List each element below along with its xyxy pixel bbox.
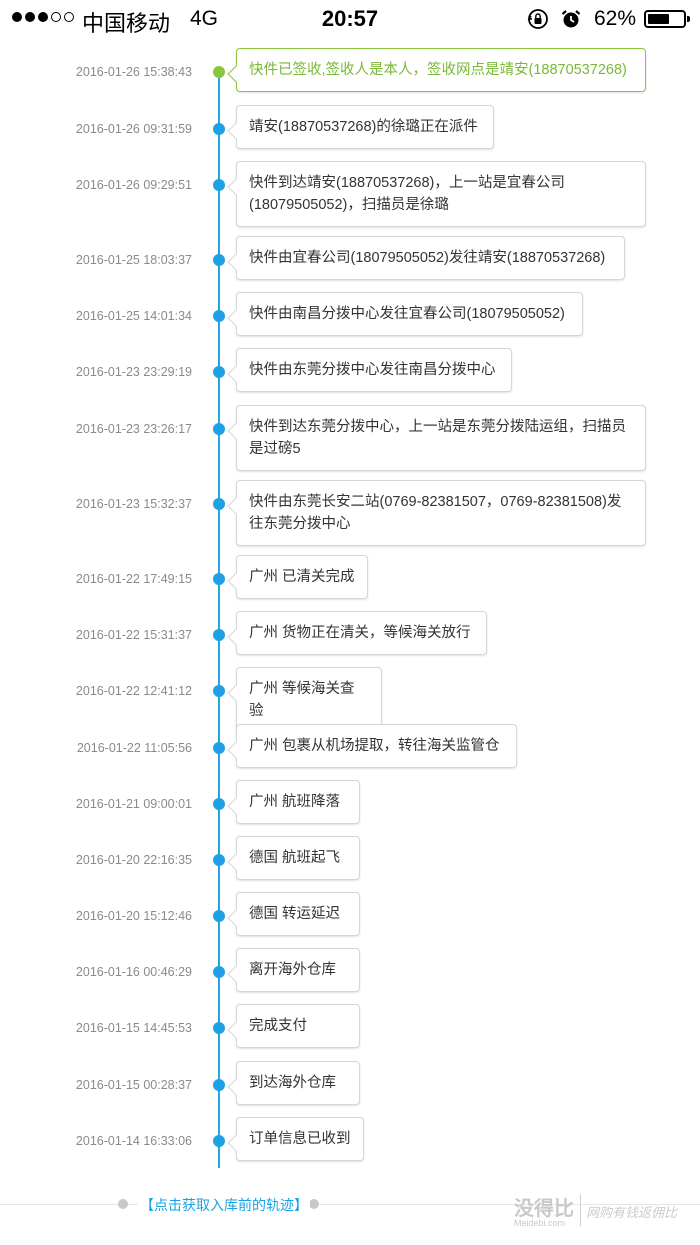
event-timestamp: 2016-01-15 14:45:53 xyxy=(75,1021,192,1035)
event-timestamp: 2016-01-25 18:03:37 xyxy=(75,253,192,267)
event-dot xyxy=(213,179,225,191)
event-dot xyxy=(213,123,225,135)
timeline-line xyxy=(218,72,220,1168)
event-dot xyxy=(213,742,225,754)
signal-dot-empty xyxy=(51,12,61,22)
event-timestamp: 2016-01-14 16:33:06 xyxy=(75,1134,192,1148)
signal-dot-filled xyxy=(12,12,22,22)
network-type: 4G xyxy=(190,7,219,30)
battery-icon xyxy=(644,10,690,28)
watermark: 没得比 Meidebi.com 网购有钱返佣比 xyxy=(500,1186,700,1236)
status-bar: 中国移动 4G 20:57 62% xyxy=(0,0,700,40)
event-timestamp: 2016-01-26 09:29:51 xyxy=(75,178,192,192)
get-pre-warehouse-tracking-link[interactable]: 【点击获取入库前的轨迹】 xyxy=(138,1195,310,1215)
event-dot xyxy=(213,573,225,585)
watermark-brand: 没得比 xyxy=(514,1198,574,1220)
battery-nub xyxy=(687,16,690,22)
watermark-domain: Meidebi.com xyxy=(514,1218,566,1228)
carrier-name: 中国移动 xyxy=(82,11,171,36)
status-time: 20:57 xyxy=(321,6,379,31)
watermark-divider xyxy=(580,1194,581,1226)
event-card: 广州 已清关完成 xyxy=(236,555,368,599)
footer-dot-left xyxy=(118,1199,128,1209)
event-card: 德国 航班起飞 xyxy=(236,836,360,880)
rotation-lock-icon xyxy=(527,9,548,29)
event-card: 广州 等候海关查验 xyxy=(236,667,382,733)
event-timestamp: 2016-01-21 09:00:01 xyxy=(75,797,192,811)
event-timestamp: 2016-01-22 15:31:37 xyxy=(75,628,192,642)
footer-dot-right xyxy=(309,1199,319,1209)
event-card: 广州 包裹从机场提取，转往海关监管仓 xyxy=(236,724,517,768)
battery-percentage: 62% xyxy=(594,7,637,30)
latest-event-dot xyxy=(213,66,225,78)
event-timestamp: 2016-01-15 00:28:37 xyxy=(75,1078,192,1092)
battery-fill xyxy=(648,14,669,24)
event-dot xyxy=(213,254,225,266)
event-dot xyxy=(213,854,225,866)
event-dot xyxy=(213,798,225,810)
event-card: 快件由东莞分拨中心发往南昌分拨中心 xyxy=(236,348,512,392)
event-dot xyxy=(213,1022,225,1034)
event-card: 快件由东莞长安二站(0769-82381507，0769-82381508)发往… xyxy=(236,480,646,546)
event-timestamp: 2016-01-23 23:29:19 xyxy=(75,365,192,379)
event-dot xyxy=(213,366,225,378)
watermark-slogan: 网购有钱返佣比 xyxy=(586,1205,678,1220)
event-dot xyxy=(213,629,225,641)
event-timestamp: 2016-01-26 09:31:59 xyxy=(75,122,192,136)
signal-dot-filled xyxy=(25,12,35,22)
event-card: 快件由宜春公司(18079505052)发往靖安(18870537268) xyxy=(236,236,625,280)
event-dot xyxy=(213,1135,225,1147)
event-card: 快件到达东莞分拨中心，上一站是东莞分拨陆运组，扫描员是过磅5 xyxy=(236,405,646,471)
event-card: 广州 航班降落 xyxy=(236,780,360,824)
event-timestamp: 2016-01-26 15:38:43 xyxy=(75,65,192,79)
event-timestamp: 2016-01-22 17:49:15 xyxy=(75,572,192,586)
event-timestamp: 2016-01-22 11:05:56 xyxy=(76,741,192,755)
event-timestamp: 2016-01-22 12:41:12 xyxy=(75,684,192,698)
event-timestamp: 2016-01-25 14:01:34 xyxy=(75,309,192,323)
event-dot xyxy=(213,310,225,322)
event-dot xyxy=(213,1079,225,1091)
signal-dot-empty xyxy=(64,12,74,22)
alarm-icon xyxy=(561,10,581,28)
signal-dot-filled xyxy=(38,12,48,22)
event-card: 广州 货物正在清关，等候海关放行 xyxy=(236,611,487,655)
event-dot xyxy=(213,966,225,978)
event-card: 完成支付 xyxy=(236,1004,360,1048)
event-dot xyxy=(213,498,225,510)
latest-event-card: 快件已签收,签收人是本人，签收网点是靖安(18870537268) xyxy=(236,48,646,92)
event-card: 离开海外仓库 xyxy=(236,948,360,992)
event-timestamp: 2016-01-23 23:26:17 xyxy=(75,422,192,436)
event-card: 靖安(18870537268)的徐璐正在派件 xyxy=(236,105,494,149)
event-card: 订单信息已收到 xyxy=(236,1117,364,1161)
event-dot xyxy=(213,423,225,435)
signal-strength-icon xyxy=(12,12,74,22)
event-timestamp: 2016-01-23 15:32:37 xyxy=(75,497,192,511)
event-timestamp: 2016-01-16 00:46:29 xyxy=(75,965,192,979)
event-card: 快件到达靖安(18870537268)，上一站是宜春公司(18079505052… xyxy=(236,161,646,227)
event-timestamp: 2016-01-20 22:16:35 xyxy=(75,853,192,867)
event-card: 快件由南昌分拨中心发往宜春公司(18079505052) xyxy=(236,292,583,336)
event-card: 到达海外仓库 xyxy=(236,1061,360,1105)
event-card: 德国 转运延迟 xyxy=(236,892,360,936)
event-timestamp: 2016-01-20 15:12:46 xyxy=(75,909,192,923)
event-dot xyxy=(213,685,225,697)
event-dot xyxy=(213,910,225,922)
footer-divider xyxy=(0,1204,700,1205)
